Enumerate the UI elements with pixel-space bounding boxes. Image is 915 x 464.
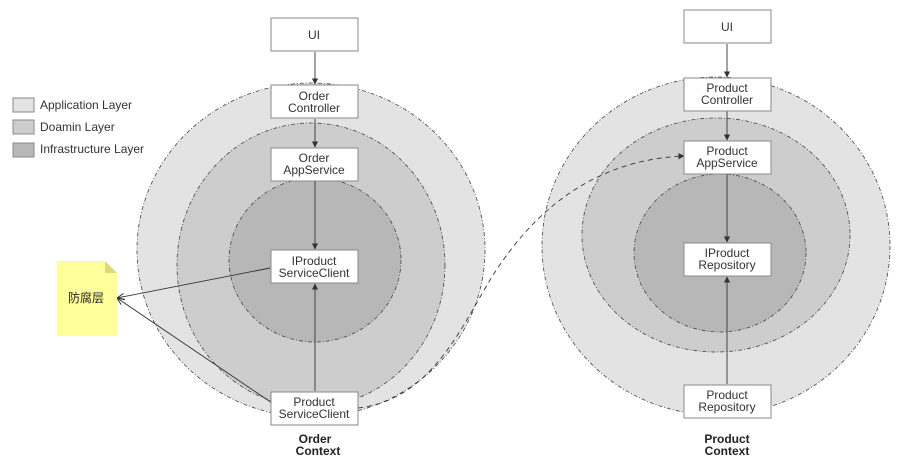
order-controller-label-line1: Order xyxy=(299,89,330,103)
order-appservice-label-line2: AppService xyxy=(283,163,345,177)
product-irepository-label-line1: IProduct xyxy=(705,246,750,260)
product-appservice-label-line2: AppService xyxy=(696,156,758,170)
legend-label-infrastructure: Infrastructure Layer xyxy=(40,142,144,156)
product-repository-box[interactable]: Product Repository xyxy=(683,384,772,419)
legend-swatch-domain xyxy=(12,119,35,135)
order-ui-box[interactable]: UI xyxy=(270,17,359,52)
legend-swatch-application xyxy=(12,97,35,113)
note-to-iclient-line xyxy=(117,267,271,298)
product-irepository-box[interactable]: IProduct Repository xyxy=(683,242,772,277)
cross-context-call-arrow xyxy=(357,153,685,409)
order-context-caption: Order Context xyxy=(296,432,341,458)
product-controller-box[interactable]: Product Controller xyxy=(683,77,772,112)
order-appservice-box[interactable]: Order AppService xyxy=(270,147,359,182)
order-product-client-box[interactable]: Product ServiceClient xyxy=(270,391,359,426)
product-context-caption: Product Context xyxy=(704,432,749,458)
order-controller-box[interactable]: Order Controller xyxy=(270,84,359,119)
product-ui-box[interactable]: UI xyxy=(683,9,772,44)
product-controller-label-line2: Controller xyxy=(701,93,753,107)
legend: Application Layer Doamin Layer Infrastru… xyxy=(12,97,144,158)
note-label: 防腐层 xyxy=(68,290,104,305)
order-product-client-label-line2: ServiceClient xyxy=(279,407,350,421)
legend-label-domain: Doamin Layer xyxy=(40,120,115,134)
legend-label-application: Application Layer xyxy=(40,98,132,112)
legend-item-domain: Doamin Layer xyxy=(12,119,115,135)
product-ui-label: UI xyxy=(721,20,733,34)
order-product-client-label-line1: Product xyxy=(293,395,335,409)
order-iproduct-client-label-line1: IProduct xyxy=(292,254,337,268)
product-appservice-label-line1: Product xyxy=(706,144,748,158)
order-iproduct-client-box[interactable]: IProduct ServiceClient xyxy=(270,249,359,284)
product-irepository-label-line2: Repository xyxy=(698,258,755,272)
legend-swatch-infrastructure xyxy=(12,142,35,158)
product-repository-label-line2: Repository xyxy=(698,400,755,414)
anti-corruption-note: 防腐层 xyxy=(57,261,117,336)
note-to-client-line xyxy=(117,298,273,404)
note-shape xyxy=(57,261,117,336)
legend-item-application: Application Layer xyxy=(12,97,132,113)
order-context-label-line1: Order xyxy=(299,432,332,446)
legend-item-infrastructure: Infrastructure Layer xyxy=(12,142,144,158)
note-fold xyxy=(105,261,117,273)
order-context-label-line2: Context xyxy=(296,444,341,458)
order-controller-label-line2: Controller xyxy=(288,101,340,115)
product-context-label-line2: Context xyxy=(705,444,750,458)
order-iproduct-client-label-line2: ServiceClient xyxy=(279,266,350,280)
order-ui-label: UI xyxy=(308,28,320,42)
order-appservice-label-line1: Order xyxy=(299,151,330,165)
product-context-label-line1: Product xyxy=(704,432,749,446)
product-controller-label-line1: Product xyxy=(706,81,748,95)
product-repository-label-line1: Product xyxy=(706,388,748,402)
product-appservice-box[interactable]: Product AppService xyxy=(683,140,772,175)
